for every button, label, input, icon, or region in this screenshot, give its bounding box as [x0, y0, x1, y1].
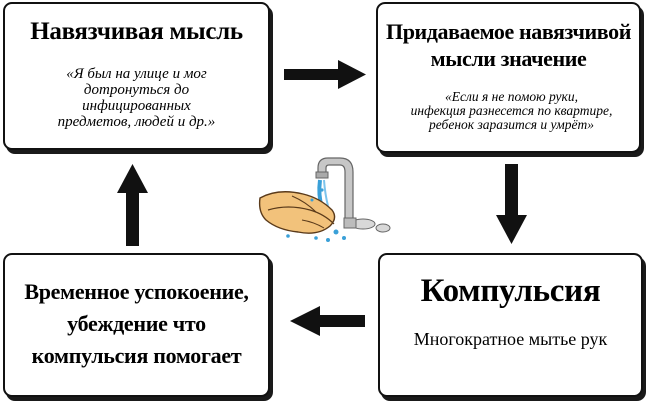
obsessive-thought-box: Навязчивая мысль «Я был на улице и мог д… [3, 2, 270, 150]
obsessive-thought-example: «Я был на улице и мог дотронуться до инф… [57, 66, 216, 130]
meaning-example: «Если я не помою руки, инфекция разнесет… [410, 89, 613, 132]
arrow-down-icon [496, 164, 527, 244]
arrow-left-icon [290, 306, 365, 336]
arrow-right-icon [284, 60, 366, 89]
meaning-title: Придаваемое навязчивой мысли значение [385, 19, 632, 71]
temporary-relief-box: Временное успокоение, убеждение что комп… [3, 253, 270, 397]
meaning-box: Придаваемое навязчивой мысли значение «Е… [376, 2, 641, 153]
compulsion-description: Многократное мытье рук [413, 329, 608, 349]
compulsion-title: Компульсия [420, 273, 601, 309]
hand-washing-icon [258, 157, 391, 242]
compulsion-box: Компульсия Многократное мытье рук [378, 253, 643, 397]
arrow-up-icon [117, 164, 148, 246]
obsessive-thought-title: Навязчивая мысль [30, 18, 243, 45]
temporary-relief-text: Временное успокоение, убеждение что комп… [24, 279, 249, 368]
